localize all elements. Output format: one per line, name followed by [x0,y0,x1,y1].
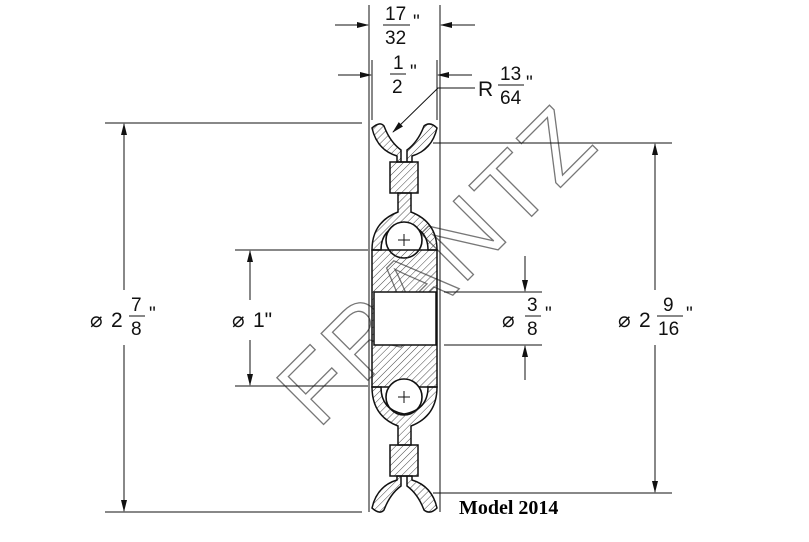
dim-bore-diameter: ⌀ 3 8 " [502,295,552,340]
svg-text:1: 1 [393,53,404,74]
svg-text:⌀: ⌀ [90,309,103,332]
dim-groove-radius: R 13 64 " [478,64,533,109]
pulley-section [368,5,441,513]
svg-text:": " [410,62,417,83]
dim-groove-diameter: ⌀ 2 9 16 " [618,295,693,340]
svg-text:8: 8 [527,319,538,340]
svg-text:1": 1" [253,309,272,332]
dimension-lines [121,22,658,512]
dim-bearing-diameter: ⌀ 1" [232,309,272,332]
svg-text:8: 8 [131,319,142,340]
svg-text:3: 3 [527,295,538,316]
svg-text:": " [413,12,420,33]
svg-text:17: 17 [385,4,406,25]
svg-text:R: R [478,78,493,101]
svg-text:⌀: ⌀ [618,309,631,332]
svg-text:": " [545,304,552,325]
svg-text:": " [526,73,533,94]
svg-text:32: 32 [385,28,406,49]
svg-text:2: 2 [639,309,651,332]
svg-text:2: 2 [111,309,123,332]
dim-groove-width: 17 32 " [383,4,420,49]
dim-outer-diameter: ⌀ 2 7 8 " [90,295,156,340]
model-label: Model 2014 [459,497,558,519]
svg-text:7: 7 [131,295,142,316]
dim-hub-width: 1 2 " [390,53,417,98]
svg-text:⌀: ⌀ [502,309,515,332]
svg-text:⌀: ⌀ [232,309,245,332]
svg-text:": " [686,304,693,325]
svg-text:13: 13 [500,64,521,85]
svg-text:": " [149,304,156,325]
svg-text:9: 9 [663,295,674,316]
svg-text:16: 16 [658,319,679,340]
svg-text:64: 64 [500,88,522,109]
svg-text:2: 2 [392,77,403,98]
extension-lines [105,60,672,513]
